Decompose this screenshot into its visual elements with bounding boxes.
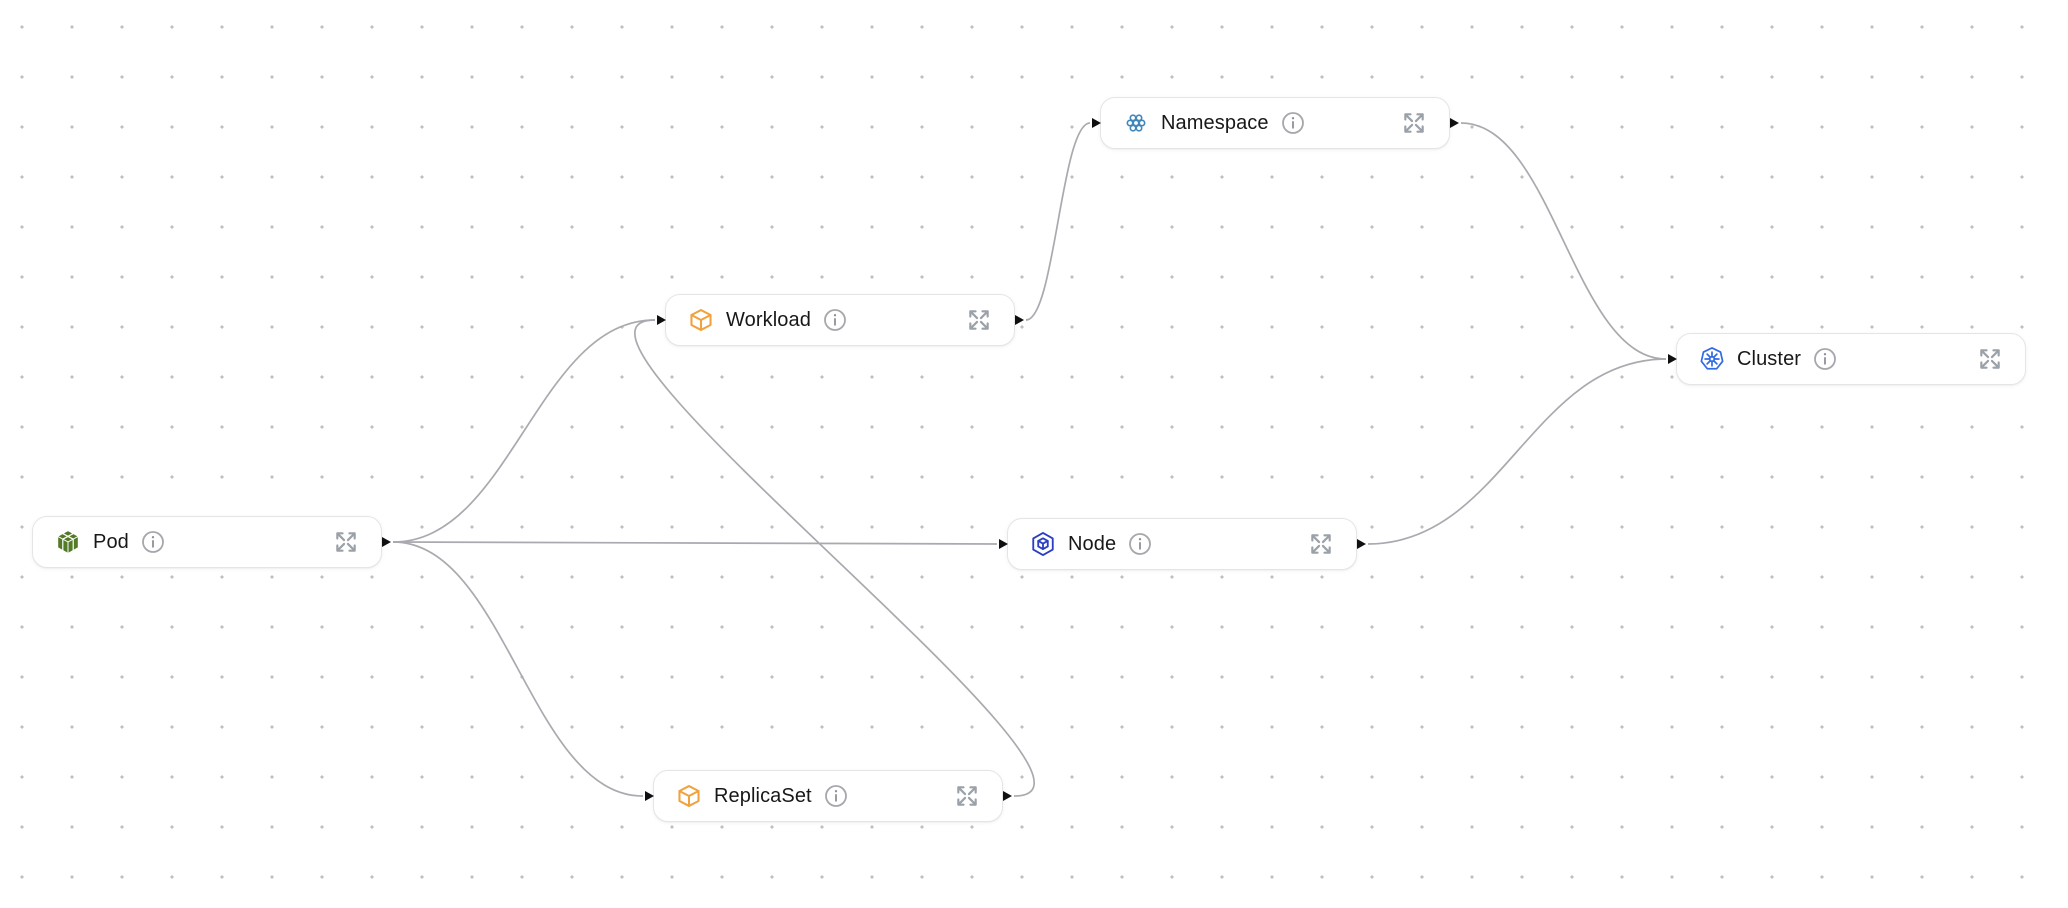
workload-icon [688,307,714,333]
edge-pod-workload[interactable] [392,319,656,543]
expand-icon[interactable] [1308,531,1334,557]
node-label: Pod [93,530,129,553]
node-icon [1030,531,1056,557]
expand-icon[interactable] [966,307,992,333]
source-handle-icon[interactable] [382,537,391,547]
expand-icon[interactable] [333,529,359,555]
node-pod[interactable]: Pod [32,516,391,568]
source-handle-icon[interactable] [1357,539,1366,549]
source-handle-icon[interactable] [1015,315,1024,325]
target-handle-icon[interactable] [644,791,654,801]
node-workload[interactable]: Workload [656,294,1024,346]
node-namespace[interactable]: Namespace [1091,97,1459,149]
cluster-icon [1699,346,1725,372]
edge-namespace-cluster[interactable] [1460,122,1667,360]
expand-icon[interactable] [954,783,980,809]
info-icon[interactable] [1813,347,1837,371]
node-label: Cluster [1737,347,1802,370]
node-replicaset[interactable]: ReplicaSet [644,770,1012,822]
edge-workload-namespace[interactable] [1025,122,1091,321]
replicaset-icon [676,783,702,809]
target-handle-icon[interactable] [1667,354,1677,364]
info-icon[interactable] [1281,111,1305,135]
info-icon[interactable] [1128,532,1152,556]
edge-pod-replicaset[interactable] [392,541,644,797]
target-handle-icon[interactable] [656,315,666,325]
info-icon[interactable] [823,308,847,332]
target-handle-icon[interactable] [1091,118,1101,128]
node-node[interactable]: Node [998,518,1366,570]
node-label: ReplicaSet [714,784,812,807]
source-handle-icon[interactable] [1450,118,1459,128]
info-icon[interactable] [824,784,848,808]
expand-icon[interactable] [1401,110,1427,136]
edge-node-cluster[interactable] [1367,358,1667,545]
source-handle-icon[interactable] [1003,791,1012,801]
pod-icon [55,529,81,555]
namespace-icon [1123,110,1149,136]
expand-icon[interactable] [1977,346,2003,372]
edge-pod-node[interactable] [392,541,998,545]
edge-replicaset-workload[interactable] [634,319,1035,797]
node-label: Namespace [1161,111,1269,134]
target-handle-icon[interactable] [998,539,1008,549]
node-label: Workload [726,308,811,331]
node-label: Node [1068,532,1117,555]
info-icon[interactable] [141,530,165,554]
node-cluster[interactable]: Cluster [1667,333,2026,385]
